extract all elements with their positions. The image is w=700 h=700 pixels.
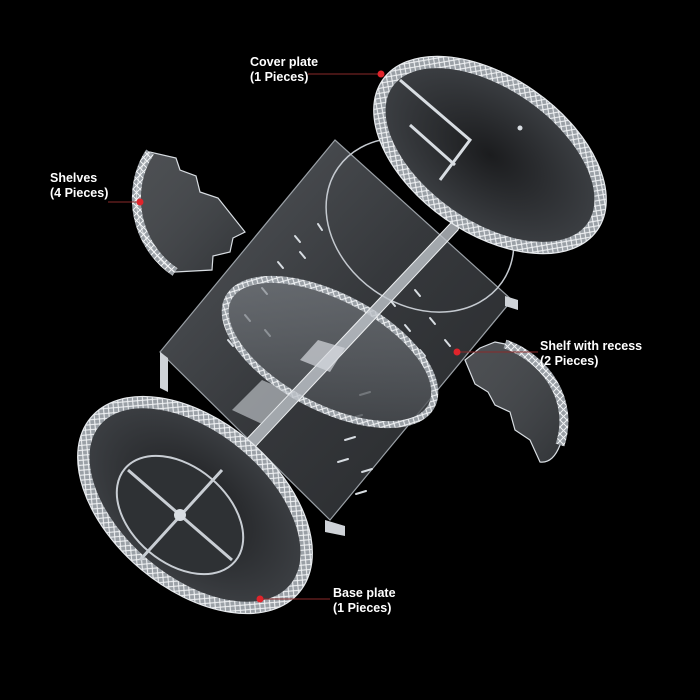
shelf-with-recess-title: Shelf with recess xyxy=(540,339,643,353)
shelf-with-recess-callout: Shelf with recess (2 Pieces) xyxy=(540,339,642,369)
shelf-with-recess-marker xyxy=(453,348,461,356)
shelves-title: Shelves xyxy=(50,171,98,185)
shelves-count: (4 Pieces) xyxy=(50,186,109,200)
cover-plate xyxy=(373,55,607,255)
base-plate xyxy=(77,395,313,615)
base-plate-callout: Base plate (1 Pieces) xyxy=(333,586,396,616)
cover-plate-marker xyxy=(377,70,385,78)
base-plate-title: Base plate xyxy=(333,586,396,600)
shelf-with-recess-leader xyxy=(453,348,538,356)
shelves-leader xyxy=(108,198,144,206)
base-plate-marker xyxy=(256,595,264,603)
cover-plate-leader xyxy=(308,70,385,78)
cover-plate-count: (1 Pieces) xyxy=(250,70,309,84)
shelves-callout: Shelves (4 Pieces) xyxy=(50,171,108,201)
base-plate-leader xyxy=(256,595,330,603)
cover-plate-callout: Cover plate (1 Pieces) xyxy=(250,55,318,85)
shelf-with-recess-count: (2 Pieces) xyxy=(540,354,599,368)
base-plate-count: (1 Pieces) xyxy=(333,601,392,615)
shelves-marker xyxy=(136,198,144,206)
cover-plate-title: Cover plate xyxy=(250,55,319,69)
shelves-piece xyxy=(131,149,246,276)
